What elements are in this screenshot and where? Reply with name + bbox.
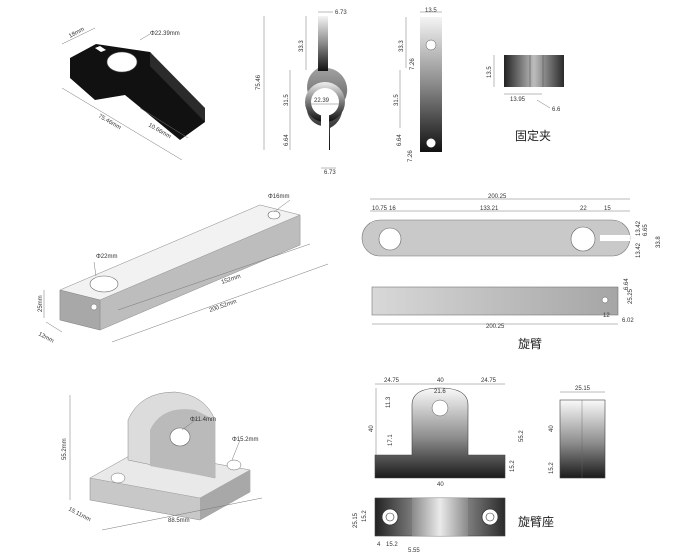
base-front-dim-total: 55.2 (519, 430, 525, 442)
base-top-dim-d1: 25.15 (353, 512, 359, 528)
base-front-dim-w3: 24.75 (481, 378, 497, 384)
base-top-hole-left (381, 508, 399, 526)
arm-top-dim-w3: 33.8 (656, 236, 662, 248)
arm-top-dim-d1: 10.75 (372, 206, 388, 212)
base-iso-view: 55.2mm Φ11.4mm Φ15.2mm 88.5mm 15.11mm (62, 391, 263, 531)
base-top-dim-d2: 15.2 (362, 510, 368, 522)
base-top-dim-d4: 15.2 (386, 542, 398, 548)
arm-top-dim-w1: 13.42 (636, 220, 642, 236)
clamp-iso-bore (107, 52, 137, 72)
clamp-front-dim-total: 75.46 (256, 74, 262, 90)
clamp-iso-dim-bore: Φ22.39mm (150, 31, 180, 37)
arm-top-body (361, 219, 631, 257)
arm-top-dim-span: 133.21 (480, 206, 499, 212)
clamp-front-view: 75.46 33.3 31.5 6.64 6.73 22.39 6.73 (256, 10, 347, 176)
caption-clamp: 固定夹 (515, 128, 551, 143)
clamp-side-dim-hole: 7.26 (410, 58, 416, 70)
clamp-front-dim-slot-top: 6.73 (335, 10, 347, 16)
base-top-dim-d3: 4 (377, 542, 381, 548)
arm-side-dim-total: 200.25 (486, 324, 505, 330)
arm-top-dim-d3: 22 (580, 206, 587, 212)
arm-side-dim-h3: 12 (603, 313, 610, 319)
base-front-dim-h2: 40 (369, 425, 375, 432)
clamp-side-dim-hmid: 31.5 (394, 94, 400, 106)
clamp-top-view: 13.5 13.95 6.6 (487, 55, 564, 113)
base-iso-dim-hole: Φ15.2mm (232, 437, 258, 443)
clamp-side-body (420, 17, 442, 152)
base-top-dim-d5: 5.55 (408, 548, 420, 554)
clamp-side-hole-top (425, 39, 437, 51)
clamp-side-view: 13.5 33.3 7.26 31.5 6.64 7.26 (394, 8, 442, 162)
base-iso-bore (169, 427, 191, 447)
base-side-view: 25.15 40 15.2 (549, 386, 606, 479)
arm-top-dim-w4: 13.42 (636, 242, 642, 258)
arm-iso-hole (267, 210, 281, 220)
arm-iso-dim-t: 12mm (37, 331, 55, 344)
base-front-view: 24.75 40 24.75 21.6 11.3 40 17.1 15.2 55… (369, 378, 525, 488)
base-front-dim-top: 21.6 (434, 389, 446, 395)
base-side-dim-h: 40 (549, 425, 555, 432)
arm-top-hole-left (378, 227, 402, 251)
clamp-front-dim-hmid: 31.5 (284, 94, 290, 106)
base-side-body (559, 399, 606, 479)
arm-top-dim-d2: 16 (389, 206, 396, 212)
base-top-hole-right (481, 508, 499, 526)
clamp-side-dim-hole-b: 7.26 (408, 150, 414, 162)
base-front-dim-bot: 40 (437, 482, 444, 488)
base-iso-dim-t: 15.11mm (67, 506, 92, 523)
clamp-side-dim-width: 13.5 (425, 8, 437, 14)
arm-side-dim-h2: 25.25 (628, 288, 634, 304)
clamp-front-bore (311, 88, 339, 116)
base-front-body (374, 387, 506, 479)
base-side-dim-w: 25.15 (575, 386, 591, 392)
arm-side-body (371, 286, 619, 316)
base-front-dim-h4: 15.2 (510, 460, 516, 472)
arm-top-view: 200.25 10.75 16 133.21 22 15 13.42 6.65 … (361, 194, 662, 258)
arm-iso-dim-h: 25mm (38, 295, 44, 312)
base-front-bore (431, 399, 449, 417)
base-iso-dim-bore: Φ11.4mm (190, 417, 216, 423)
arm-side-dim-h1: 6.64 (624, 278, 630, 290)
clamp-top-body (504, 55, 564, 87)
arm-top-dim-total: 200.25 (488, 194, 507, 200)
arm-iso-dim-total: 200.52mm (209, 299, 238, 314)
arm-top-dim-d4: 15 (604, 206, 611, 212)
clamp-front-dim-bore: 22.39 (314, 98, 330, 104)
base-iso-dim-w: 88.5mm (168, 518, 190, 524)
base-iso-dim-h: 55.2mm (62, 438, 68, 460)
base-front-dim-w1: 24.75 (384, 378, 400, 384)
arm-top-dim-w2: 6.65 (643, 224, 649, 236)
base-top-view: 25.15 15.2 4 15.2 5.55 (353, 497, 506, 554)
clamp-iso-arm-side (150, 52, 205, 122)
arm-top-hole-right (570, 226, 596, 252)
base-front-dim-h3: 17.1 (388, 434, 394, 446)
arm-iso-dim-hole: Φ16mm (268, 194, 289, 200)
arm-side-hole (601, 296, 609, 304)
base-side-dim-b: 15.2 (549, 462, 555, 474)
clamp-top-dim-w: 13.95 (510, 97, 526, 103)
clamp-front-dim-htop: 33.3 (299, 40, 305, 52)
base-front-dim-h1: 11.3 (386, 396, 392, 408)
clamp-side-hole-bot (426, 138, 436, 148)
clamp-side-dim-hbot: 6.64 (397, 134, 403, 146)
clamp-iso-slot (95, 46, 106, 52)
caption-arm: 旋臂 (518, 337, 542, 351)
clamp-front-dim-hbot: 6.64 (284, 134, 290, 146)
clamp-top-dim-gap: 6.6 (552, 107, 561, 113)
arm-iso-bore (89, 275, 119, 293)
base-front-dim-w2: 40 (437, 378, 444, 384)
arm-iso-dim-bore: Φ22mm (96, 254, 117, 260)
arm-iso-view: Φ16mm Φ22mm 152mm 200.52mm 25mm 12mm (37, 194, 329, 345)
clamp-side-dim-htop: 33.3 (399, 40, 405, 52)
arm-side-dim-h4: 6.02 (622, 318, 634, 324)
arm-side-view: 200.25 6.64 25.25 12 6.02 (371, 278, 634, 330)
clamp-front-dim-slot-bot: 6.73 (324, 170, 336, 176)
caption-base: 旋臂座 (518, 514, 554, 529)
clamp-iso-view: 18mm Φ22.39mm 75.46mm 10.66mm (61, 27, 205, 161)
clamp-iso-dim-thick: 18mm (68, 27, 86, 40)
clamp-top-dim-h: 13.5 (487, 66, 493, 78)
